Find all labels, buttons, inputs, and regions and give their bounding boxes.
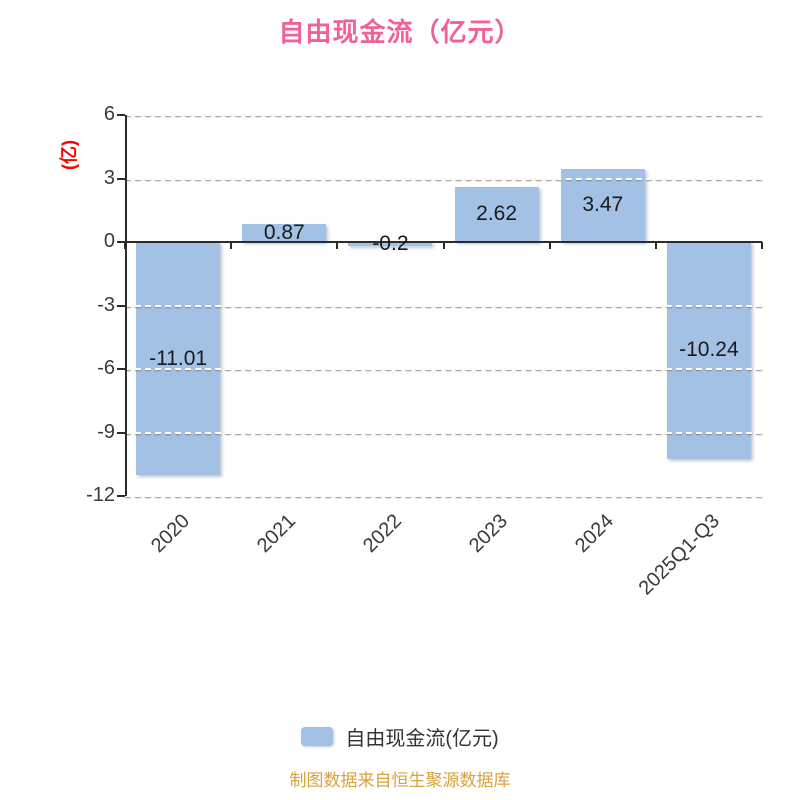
bar-value-label: 3.47	[582, 193, 624, 217]
x-tick-mark	[761, 242, 763, 249]
gridline	[125, 495, 762, 497]
bar-value-label: -11.01	[149, 346, 208, 370]
x-tick-mark	[230, 242, 233, 249]
gridline	[125, 368, 762, 370]
bar	[348, 242, 433, 247]
gridline	[125, 431, 762, 434]
x-tick-mark	[548, 242, 551, 249]
y-tick-mark	[117, 241, 125, 243]
gridline	[125, 304, 762, 307]
plot-area: 6 3 0 -3 -6 -9 -12 -11.01 2020 0.87 2021 -0.2 2022 2.…	[86, 103, 763, 599]
y-tick-label: -9	[97, 420, 115, 443]
bar-value-label: 2.62	[476, 202, 518, 226]
y-tick-label: 6	[103, 103, 115, 125]
y-tick-mark	[117, 368, 125, 370]
data-source-note: 制图数据来自恒生聚源数据库	[289, 771, 511, 790]
chart-title: 自由现金流（亿元）	[278, 17, 522, 47]
y-tick-mark	[117, 304, 125, 307]
x-axis-category-label: 2024	[571, 510, 619, 558]
y-tick-label: 3	[103, 166, 115, 189]
x-tick-mark	[336, 242, 339, 249]
x-axis-category-label: 2021	[252, 510, 300, 558]
bar	[242, 223, 327, 242]
gridline	[125, 114, 762, 116]
x-axis-category-label: 2020	[146, 510, 194, 558]
y-tick-label: -3	[97, 293, 115, 316]
x-tick-mark	[442, 242, 445, 249]
legend-swatch-icon	[301, 727, 334, 746]
bar	[136, 242, 221, 476]
bar-value-label: -10.24	[679, 338, 739, 362]
x-axis-category-label: 2022	[358, 510, 406, 558]
bar	[454, 186, 539, 242]
x-tick-mark	[654, 242, 657, 249]
bar-value-label: -0.2	[372, 232, 409, 256]
y-axis-line	[125, 115, 127, 496]
y-tick-mark	[117, 177, 125, 180]
x-tick-mark	[124, 242, 126, 249]
y-tick-label: -12	[86, 484, 115, 506]
y-tick-mark	[117, 495, 125, 497]
gridline	[125, 177, 762, 180]
bar	[560, 168, 645, 242]
bar-value-label: 0.87	[263, 220, 305, 244]
bar	[666, 242, 751, 459]
legend: 自由现金流(亿元)	[0, 722, 800, 751]
y-tick-mark	[117, 114, 125, 116]
x-axis-category-label: 2025Q1-Q3	[635, 510, 725, 600]
x-axis-category-label: 2023	[465, 510, 513, 558]
legend-label: 自由现金流(亿元)	[345, 728, 499, 750]
y-tick-label: -6	[97, 357, 115, 379]
y-tick-label: 0	[103, 230, 115, 252]
y-tick-mark	[117, 431, 125, 434]
